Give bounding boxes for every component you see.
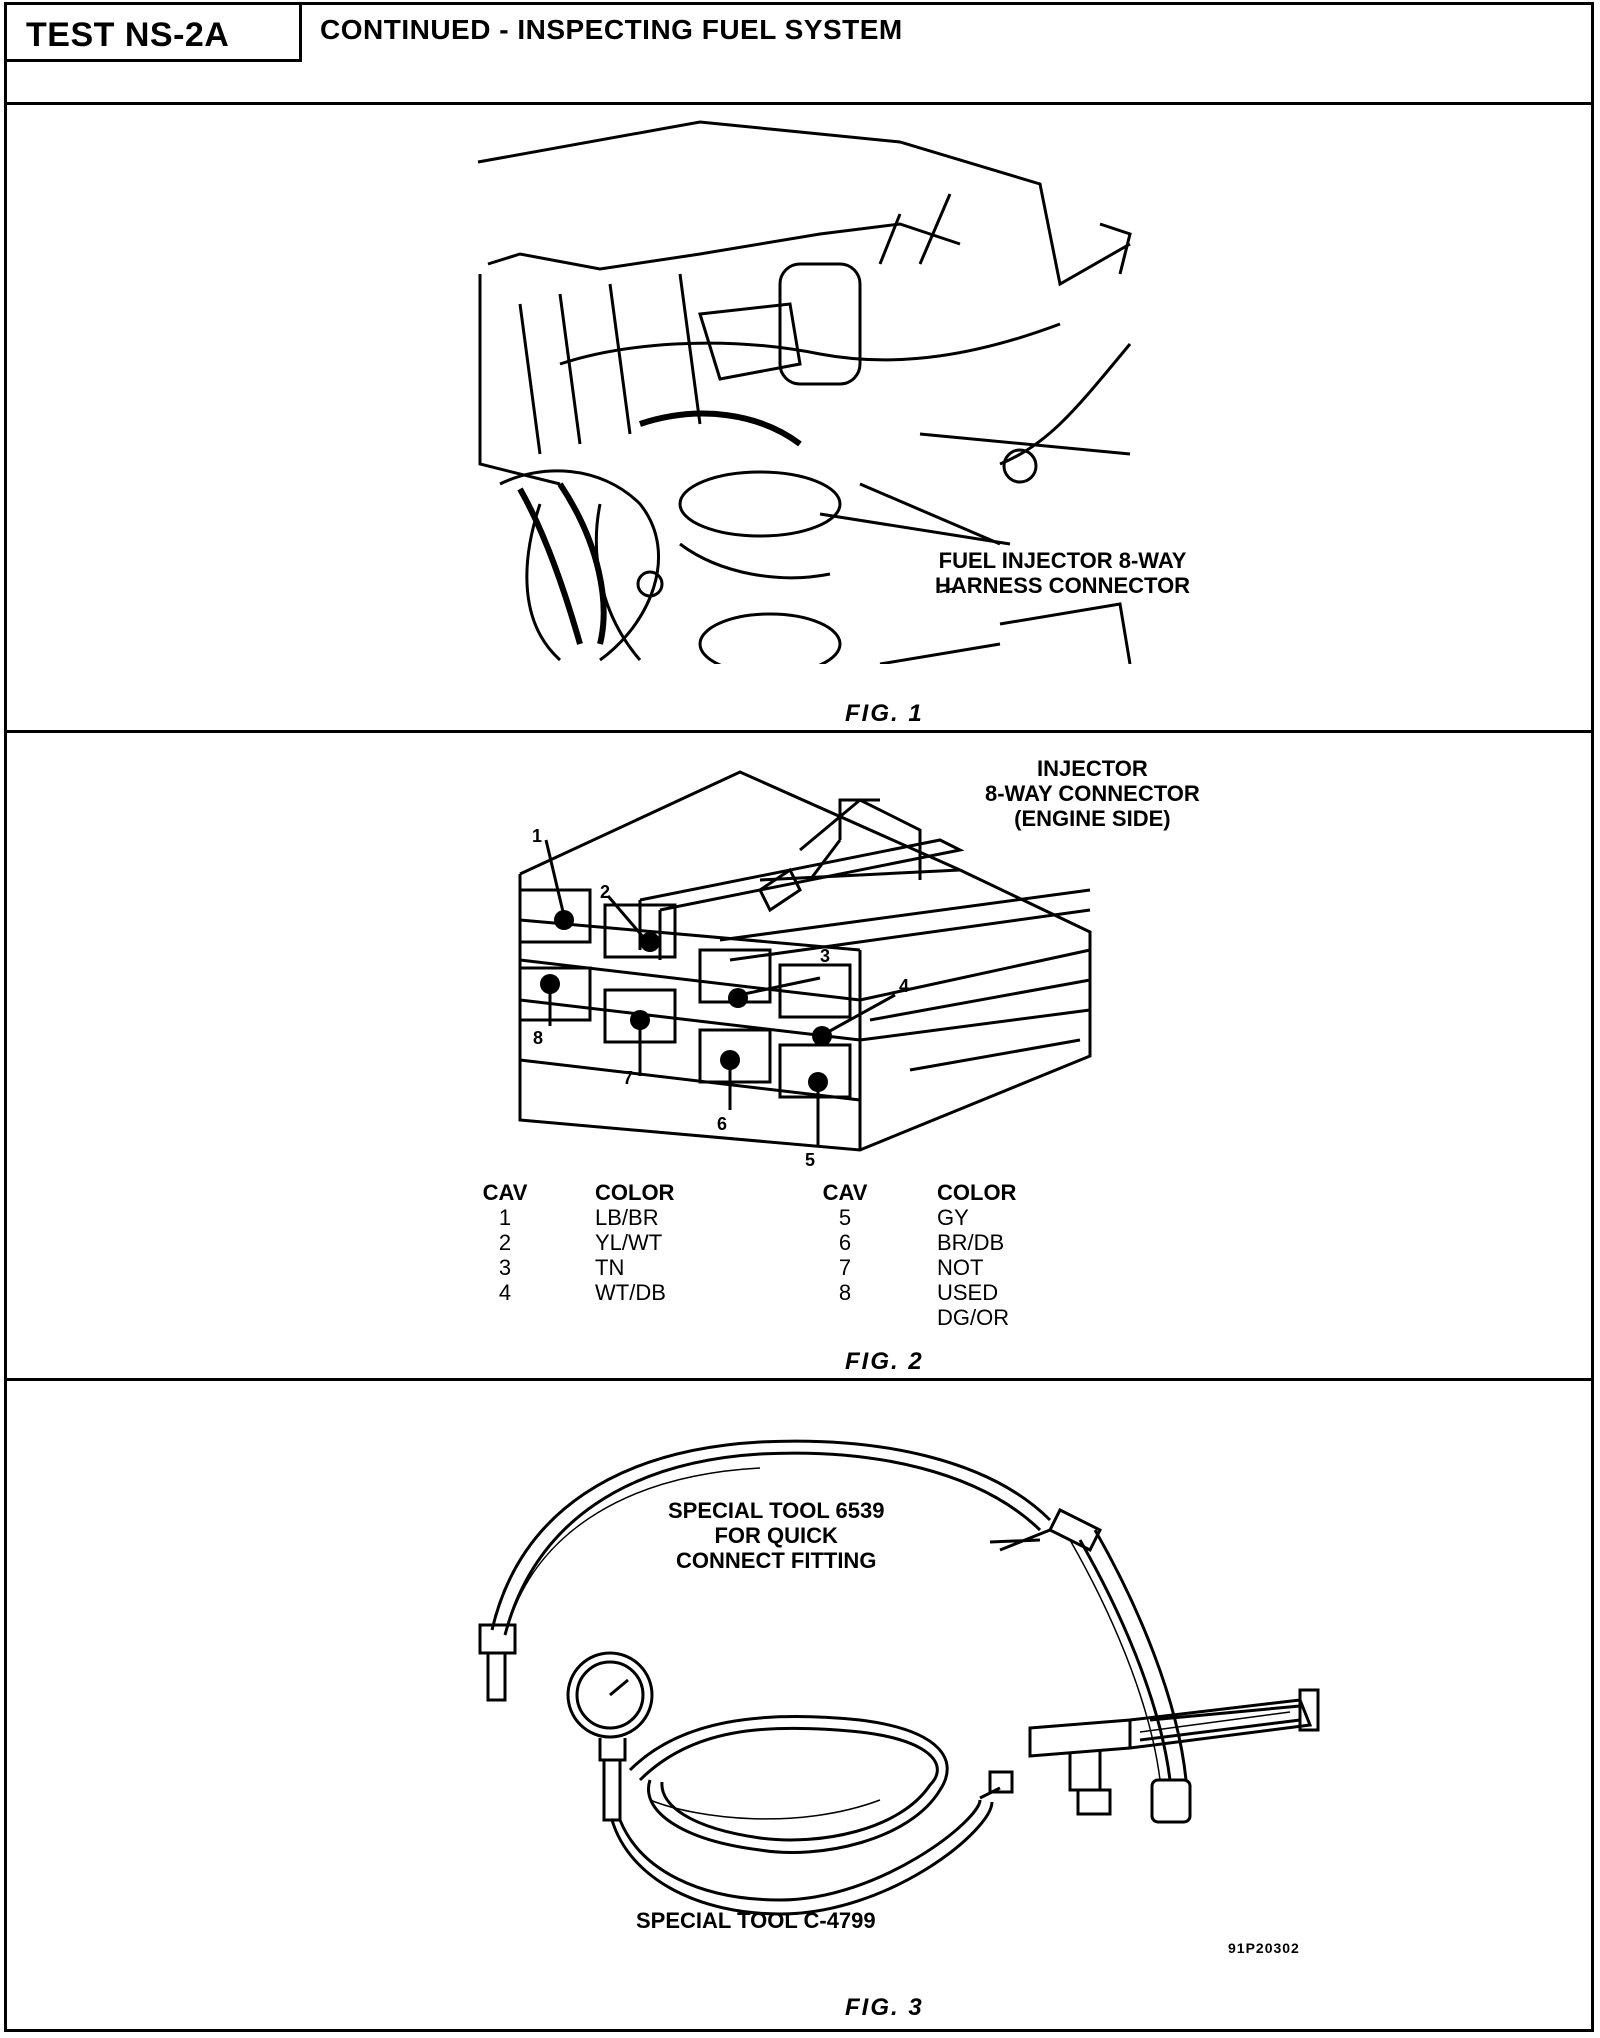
fig2-title-line2: 8-WAY CONNECTOR bbox=[985, 781, 1200, 806]
table-cell: 2 bbox=[498, 1230, 512, 1255]
table-cell: 6 bbox=[838, 1230, 852, 1255]
pin-label-5: 5 bbox=[805, 1150, 816, 1170]
table-header: COLOR bbox=[937, 1180, 1017, 1205]
special-tool-c4799-label: SPECIAL TOOL C-4799 bbox=[636, 1908, 876, 1933]
table-cell: GY bbox=[937, 1205, 969, 1230]
table-cell: 8 bbox=[838, 1280, 852, 1305]
fig1-callout-line1: FUEL INJECTOR 8-WAY bbox=[938, 548, 1187, 573]
pin-label-1: 1 bbox=[532, 826, 543, 846]
table-cell: NOT USED bbox=[937, 1255, 999, 1305]
table-cell: 5 bbox=[838, 1205, 852, 1230]
table-header: CAV bbox=[482, 1180, 528, 1205]
pin-label-4: 4 bbox=[899, 976, 910, 996]
pin-label-7: 7 bbox=[623, 1068, 634, 1088]
fig1-callout-line2: HARNESS CONNECTOR bbox=[935, 573, 1191, 598]
fig1-divider bbox=[4, 730, 1594, 733]
fig2-divider bbox=[4, 1378, 1594, 1381]
table-cell: 7 bbox=[838, 1255, 852, 1280]
fig1-engine-illustration bbox=[477, 120, 1132, 664]
fig2-caption: FIG. 2 bbox=[845, 1348, 924, 1375]
table-cell: YL/WT bbox=[595, 1230, 663, 1255]
header-divider bbox=[4, 102, 1594, 105]
tool1-line2: FOR QUICK bbox=[714, 1523, 838, 1548]
special-tool-6539-label: SPECIAL TOOL 6539 FOR QUICK CONNECT FITT… bbox=[668, 1498, 884, 1573]
table-cell: BR/DB bbox=[937, 1230, 1005, 1255]
fig1-caption: FIG. 1 bbox=[845, 700, 924, 727]
table-cell: 3 bbox=[498, 1255, 512, 1280]
table-cell: 1 bbox=[498, 1205, 512, 1230]
fig2-connector-illustration bbox=[518, 770, 1092, 1152]
table-header: COLOR bbox=[595, 1180, 675, 1205]
fig1-callout: FUEL INJECTOR 8-WAY HARNESS CONNECTOR bbox=[935, 548, 1190, 598]
table-cell: 4 bbox=[498, 1280, 512, 1305]
table-right-cav-col: CAV 5 6 7 8 bbox=[810, 1180, 880, 1305]
table-right-color-col: COLOR GY BR/DB NOT USED DG/OR bbox=[937, 1180, 1016, 1330]
tool1-line3: CONNECT FITTING bbox=[676, 1548, 877, 1573]
pin-label-3: 3 bbox=[820, 946, 831, 966]
table-cell: TN bbox=[595, 1255, 625, 1280]
table-left-color-col: COLOR LB/BR YL/WT TN WT/DB bbox=[595, 1180, 674, 1305]
table-header: CAV bbox=[822, 1180, 868, 1205]
fig3-caption: FIG. 3 bbox=[845, 1994, 924, 2021]
table-left-cav-col: CAV 1 2 3 4 bbox=[470, 1180, 540, 1305]
fig3-tools-illustration bbox=[478, 1439, 1320, 1916]
tool1-line1: SPECIAL TOOL 6539 bbox=[668, 1498, 885, 1523]
table-cell: WT/DB bbox=[595, 1280, 666, 1305]
test-id: TEST NS-2A bbox=[26, 16, 230, 54]
pin-label-6: 6 bbox=[717, 1114, 728, 1134]
test-id-box: TEST NS-2A bbox=[4, 2, 302, 62]
fig2-title-line1: INJECTOR bbox=[1036, 756, 1148, 781]
illustration-code: 91P20302 bbox=[1228, 1940, 1300, 1956]
page-frame bbox=[4, 2, 1594, 2032]
table-cell: DG/OR bbox=[937, 1305, 1010, 1330]
fig2-title-line3: (ENGINE SIDE) bbox=[1014, 806, 1171, 831]
fig2-title: INJECTOR 8-WAY CONNECTOR (ENGINE SIDE) bbox=[985, 756, 1200, 831]
pin-label-2: 2 bbox=[600, 882, 611, 902]
table-cell: LB/BR bbox=[595, 1205, 659, 1230]
pin-label-8: 8 bbox=[533, 1028, 544, 1048]
page-title: CONTINUED - INSPECTING FUEL SYSTEM bbox=[320, 14, 903, 45]
